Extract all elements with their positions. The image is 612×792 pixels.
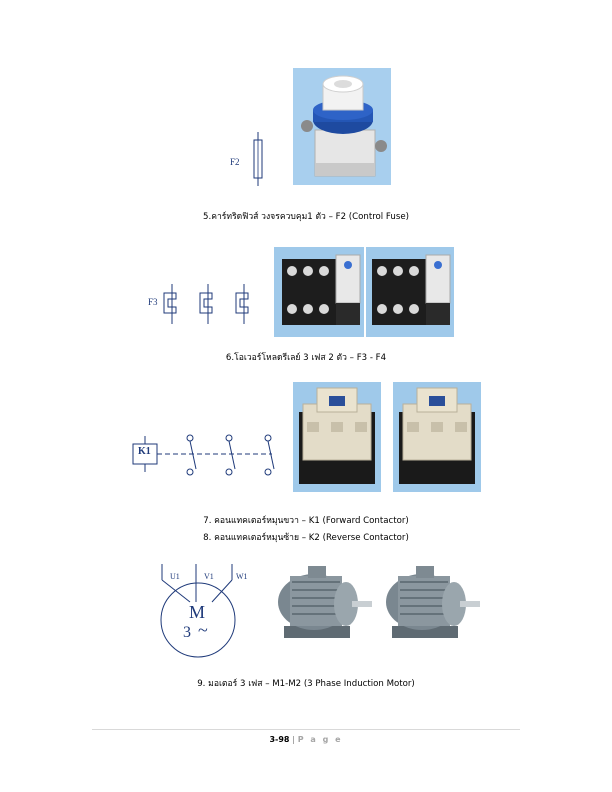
motor-phase: 3: [183, 624, 191, 641]
fuse-symbol: F2: [222, 130, 272, 188]
terminal-u1-label: U1: [170, 572, 180, 581]
caption-reverse-contactor: 8. คอนแทคเตอร์หมุนซ้าย – K2 (Reverse Con…: [203, 533, 409, 543]
contactor-symbol: K1: [132, 430, 282, 488]
motor-wave-icon: ~: [198, 620, 208, 640]
contactor-symbol-icon: [132, 434, 275, 476]
overload-relay-label: F3: [148, 297, 158, 307]
overload-relay-photo-1: [274, 247, 364, 337]
page-footer: 3-98 | P a g e: [0, 735, 612, 744]
fuse-label: F2: [230, 157, 240, 167]
motor-symbol-icon: [160, 564, 236, 658]
overload-relay-photo-2: [366, 247, 454, 337]
induction-motor-photo-2: [374, 560, 482, 646]
contactor-label: K1: [138, 446, 151, 457]
fuse-symbol-icon: [253, 132, 263, 186]
contactor-photo-2: [393, 382, 481, 492]
footer-separator: |: [292, 735, 295, 744]
overload-relay-symbol-icon: [163, 284, 249, 324]
overload-relay-symbol: F3: [144, 284, 264, 324]
caption-control-fuse: 5.คาร์ทริดฟิวส์ วงจรควบคุม1 ตัว – F2 (Co…: [203, 212, 409, 222]
motor-symbol: U1 V1 W1 M 3 ~: [152, 562, 262, 658]
page-word: P a g e: [297, 735, 343, 744]
fuse-photo: [293, 68, 391, 185]
induction-motor-photo-1: [266, 560, 374, 646]
motor-letter: M: [189, 602, 206, 622]
contactor-photo-1: [293, 382, 381, 492]
terminal-v1-label: V1: [204, 572, 214, 581]
caption-forward-contactor: 7. คอนแทคเตอร์หมุนขวา – K1 (Forward Cont…: [203, 516, 409, 526]
caption-induction-motor: 9. มอเตอร์ 3 เฟส – M1-M2 (3 Phase Induct…: [197, 679, 415, 689]
caption-overload-relay: 6.โอเวอร์โหลดรีเลย์ 3 เฟส 2 ตัว – F3 - F…: [225, 353, 387, 363]
footer-divider: [92, 729, 520, 730]
terminal-w1-label: W1: [236, 572, 248, 581]
page-number: 3-98: [269, 735, 290, 744]
